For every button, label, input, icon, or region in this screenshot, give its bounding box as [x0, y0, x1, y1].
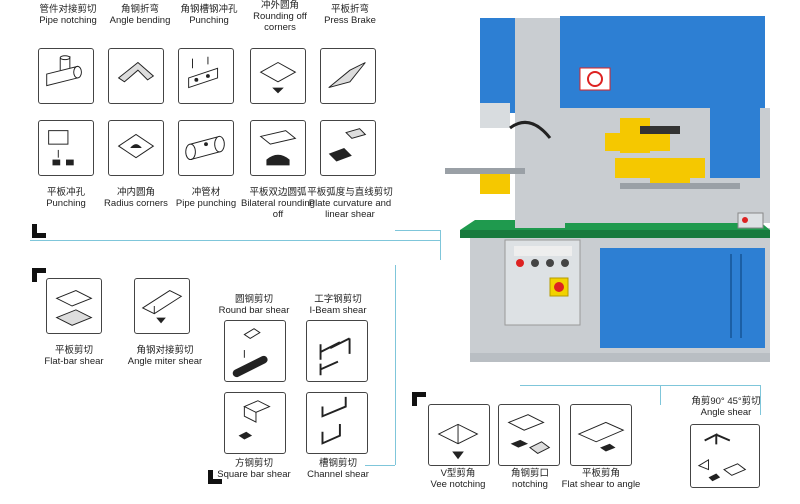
op-en: Punching [189, 15, 229, 26]
op-en: Angle bending [109, 15, 171, 26]
leader-line [365, 465, 395, 466]
op-cn: 冲管材 [191, 187, 221, 198]
op-en: Angle shear [700, 407, 752, 418]
op-cn: 管件对接剪切 [39, 4, 97, 15]
pipe-punching-icon [178, 120, 234, 176]
op-en: Press Brake [324, 15, 376, 26]
leader-line [440, 230, 441, 260]
section-corner-mark [208, 470, 222, 484]
angle-bending-icon [108, 48, 164, 104]
press-brake-icon [320, 48, 376, 104]
op-cn: 平板剪切 [54, 345, 93, 356]
op-en: Rounding off corners [253, 11, 307, 33]
flat-shear-to-angle-icon [570, 404, 632, 466]
leader-line [30, 240, 440, 241]
op-cn: 方钢剪切 [234, 458, 273, 469]
op-en: Round bar shear [218, 305, 290, 316]
bilateral-rounding-off-icon [250, 120, 306, 176]
square-bar-shear-icon [224, 392, 286, 454]
op-cn: V型剪角 [440, 468, 476, 479]
ironworker-machine-image [440, 8, 790, 378]
angle-punching-icon [178, 48, 234, 104]
op-cn: 平板折弯 [330, 4, 369, 15]
op-en: Pipe notching [39, 15, 97, 26]
op-en: Vee notching [430, 479, 486, 490]
section-corner-mark [412, 392, 426, 406]
op-en: Square bar shear [217, 469, 291, 480]
op-cn: 角钢槽钢冲孔 [180, 4, 238, 15]
op-cn: 槽钢剪切 [318, 458, 357, 469]
radius-corners-icon [108, 120, 164, 176]
op-en: Angle miter shear [127, 356, 203, 367]
leader-line [395, 265, 396, 465]
op-en: Channel shear [307, 469, 369, 480]
plate-punching-icon [38, 120, 94, 176]
pipe-notching-icon [38, 48, 94, 104]
channel-shear-icon [306, 392, 368, 454]
section-corner-mark [32, 224, 46, 238]
plate-curvature-shear-icon [320, 120, 376, 176]
angle-notching-icon [498, 404, 560, 466]
section-corner-mark [32, 268, 46, 282]
vee-notching-icon [428, 404, 490, 466]
leader-line [395, 230, 440, 231]
op-cn: 冲内圆角 [116, 187, 155, 198]
leader-line [760, 385, 761, 415]
op-en: Punching [46, 198, 86, 209]
op-cn: 平板弧度与直线剪切 [307, 187, 393, 198]
op-cn: 平板剪角 [581, 468, 620, 479]
round-bar-shear-icon [224, 320, 286, 382]
leader-line [660, 385, 661, 405]
op-cn: 角钢对接剪切 [136, 345, 194, 356]
op-en: notching [512, 479, 548, 490]
op-cn: 圆钢剪切 [234, 294, 273, 305]
op-cn: 角剪90° 45°剪切 [691, 396, 761, 407]
rounding-off-corners-icon [250, 48, 306, 104]
leader-line [520, 385, 760, 386]
op-cn: 冲外圆角 [260, 0, 299, 11]
angle-miter-shear-icon [134, 278, 190, 334]
angle-shear-icon [690, 424, 760, 488]
op-en: Flat-bar shear [44, 356, 104, 367]
i-beam-shear-icon [306, 320, 368, 382]
op-en: Radius corners [104, 198, 168, 209]
op-cn: 角钢折弯 [120, 4, 159, 15]
op-cn: 工字钢剪切 [314, 294, 362, 305]
op-en: Plate curvature and linear shear [308, 198, 392, 220]
op-en: Flat shear to angle [561, 479, 641, 490]
flat-bar-shear-icon [46, 278, 102, 334]
op-en: Bilateral rounding off [241, 198, 315, 220]
op-en: I-Beam shear [309, 305, 367, 316]
op-cn: 角钢剪口 [510, 468, 549, 479]
op-cn: 平板双边圆弧 [249, 187, 307, 198]
op-en: Pipe punching [175, 198, 237, 209]
op-cn: 平板冲孔 [46, 187, 85, 198]
